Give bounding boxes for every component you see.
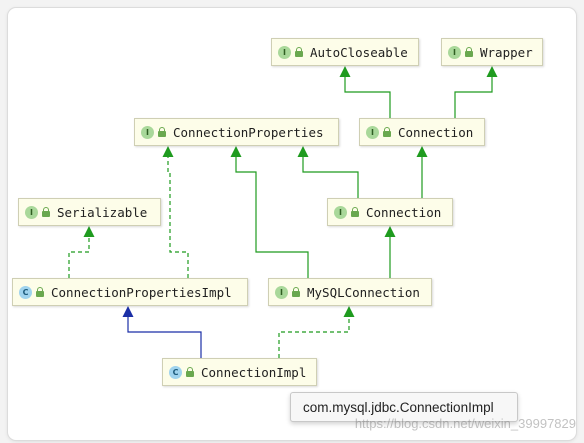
- edge-line: [235, 156, 309, 278]
- node-connection-jdbc[interactable]: I Connection: [327, 198, 453, 226]
- interface-badge-icon: I: [141, 125, 154, 139]
- edge-connection-jdbc-to-connection-sql: [416, 146, 428, 198]
- public-visibility-icon: [158, 127, 166, 137]
- node-label: ConnectionImpl: [201, 364, 307, 380]
- arrowhead-icon: [343, 306, 355, 317]
- public-visibility-icon: [186, 367, 194, 377]
- public-visibility-icon: [295, 47, 303, 57]
- arrowhead-icon: [297, 146, 309, 157]
- node-connection-sql[interactable]: I Connection: [359, 118, 485, 146]
- arrowhead-icon: [384, 226, 396, 237]
- class-badge-icon: C: [169, 365, 182, 379]
- interface-badge-icon: I: [448, 45, 461, 59]
- public-visibility-icon: [292, 287, 300, 297]
- node-label: Serializable: [57, 204, 148, 220]
- edge-mysqlconnection-to-connection-jdbc: [384, 226, 396, 278]
- edge-line: [278, 316, 350, 358]
- node-connectionpropertiesimpl[interactable]: C ConnectionPropertiesImpl: [12, 278, 248, 306]
- public-visibility-icon: [42, 207, 50, 217]
- edge-line: [302, 156, 359, 198]
- interface-badge-icon: I: [334, 205, 347, 219]
- edge-line: [344, 76, 391, 118]
- arrowhead-icon: [162, 146, 174, 157]
- public-visibility-icon: [465, 47, 473, 57]
- edge-line: [68, 236, 90, 278]
- edge-connectionimpl-to-mysqlconnection: [278, 306, 355, 358]
- node-wrapper[interactable]: I Wrapper: [441, 38, 543, 66]
- node-label: Connection: [366, 204, 442, 220]
- public-visibility-icon: [36, 287, 44, 297]
- class-badge-icon: C: [19, 285, 32, 299]
- node-label: Connection: [398, 124, 474, 140]
- edge-connection-jdbc-to-connectionproperties: [297, 146, 359, 198]
- interface-badge-icon: I: [278, 45, 291, 59]
- arrowhead-icon: [339, 66, 351, 77]
- edge-connectionpropertiesimpl-to-serializable: [68, 226, 95, 278]
- arrowhead-icon: [83, 226, 95, 237]
- arrowhead-icon: [486, 66, 498, 77]
- node-serializable[interactable]: I Serializable: [18, 198, 161, 226]
- interface-badge-icon: I: [25, 205, 38, 219]
- node-label: MySQLConnection: [307, 284, 420, 300]
- edge-connection-sql-to-autocloseable: [339, 66, 391, 118]
- edge-connectionimpl-to-connectionpropertiesimpl: [122, 306, 202, 358]
- edge-line: [127, 316, 202, 358]
- node-mysqlconnection[interactable]: I MySQLConnection: [268, 278, 432, 306]
- node-label: Wrapper: [480, 44, 533, 60]
- class-tooltip: com.mysql.jdbc.ConnectionImpl: [290, 392, 518, 422]
- edge-line: [167, 156, 189, 278]
- edge-line: [454, 76, 493, 118]
- tooltip-text: com.mysql.jdbc.ConnectionImpl: [303, 399, 494, 415]
- public-visibility-icon: [383, 127, 391, 137]
- watermark: https://blog.csdn.net/weixin_39997829: [354, 416, 576, 431]
- edge-mysqlconnection-to-connectionproperties: [230, 146, 309, 278]
- node-label: ConnectionProperties: [173, 124, 324, 140]
- interface-badge-icon: I: [275, 285, 288, 299]
- node-connectionimpl[interactable]: C ConnectionImpl: [162, 358, 317, 386]
- public-visibility-icon: [351, 207, 359, 217]
- arrowhead-icon: [230, 146, 242, 157]
- arrowhead-icon: [122, 306, 134, 317]
- edge-connectionpropertiesimpl-to-connectionproperties: [162, 146, 189, 278]
- node-label: ConnectionPropertiesImpl: [51, 284, 232, 300]
- arrowhead-icon: [416, 146, 428, 157]
- edge-connection-sql-to-wrapper: [454, 66, 498, 118]
- node-label: AutoCloseable: [310, 44, 408, 60]
- node-autocloseable[interactable]: I AutoCloseable: [271, 38, 419, 66]
- node-connectionproperties[interactable]: I ConnectionProperties: [134, 118, 339, 146]
- interface-badge-icon: I: [366, 125, 379, 139]
